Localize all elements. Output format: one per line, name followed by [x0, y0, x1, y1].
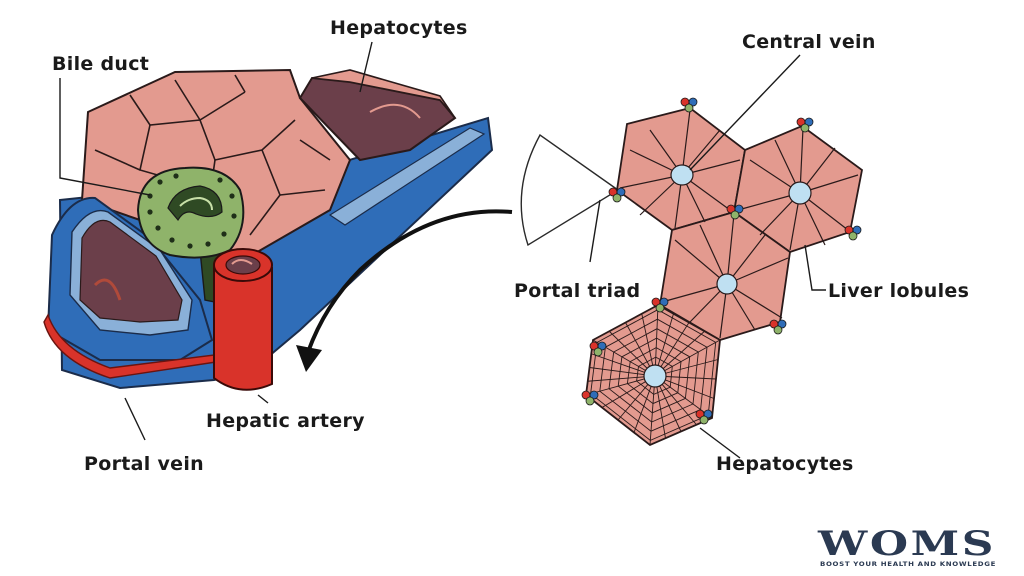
triad-dot	[730, 210, 740, 220]
triad-dot	[597, 341, 607, 351]
triad-dot	[612, 193, 622, 203]
triad-dot	[593, 347, 603, 357]
triad-dot	[684, 103, 694, 113]
label-liver-lobules: Liver lobules	[828, 280, 969, 302]
central-vein-2	[788, 181, 812, 205]
label-bile-duct: Bile duct	[52, 53, 149, 75]
central-vein-1	[670, 164, 694, 186]
central-vein-4	[643, 364, 667, 388]
grid-spoke	[585, 375, 656, 396]
label-portal-triad: Portal triad	[514, 280, 640, 302]
logo-backdrop	[814, 520, 998, 570]
grid-spoke	[654, 339, 721, 377]
hepatocyte-pink-top	[311, 69, 456, 119]
triad-dot	[589, 390, 599, 400]
triad-dot	[734, 204, 744, 214]
triad-dot	[852, 225, 862, 235]
portal-vein-lumen	[79, 219, 183, 323]
triad-dot	[688, 97, 698, 107]
logo-wordmark: WOMS	[817, 524, 996, 564]
triad-dot	[848, 231, 858, 241]
portal-triad-markers	[581, 97, 862, 425]
liver-tissue-block	[43, 68, 494, 391]
triad-dot	[804, 117, 814, 127]
triad-dot	[777, 319, 787, 329]
liver-lobules-group	[520, 97, 863, 447]
label-hepatocytes-right: Hepatocytes	[716, 453, 854, 475]
triad-dot	[773, 325, 783, 335]
central-vein-3	[716, 273, 738, 295]
triad-dot	[699, 415, 709, 425]
sinusoid-lines	[619, 109, 859, 339]
label-hepatic-artery: Hepatic artery	[206, 410, 365, 432]
triad-dot	[800, 123, 810, 133]
triad-dot	[585, 396, 595, 406]
portal-triad-wedge	[520, 133, 620, 247]
portal-vein-light-edge	[328, 127, 486, 226]
label-portal-vein: Portal vein	[84, 453, 204, 475]
leader-lines	[59, 41, 826, 459]
hepatic-artery-tube	[213, 248, 273, 391]
label-central-vein: Central vein	[742, 31, 876, 53]
triad-dot	[703, 409, 713, 419]
triad-dot	[655, 303, 665, 313]
label-hepatocytes-left: Hepatocytes	[330, 17, 468, 39]
logo-tagline: BOOST YOUR HEALTH AND KNOWLEDGE	[820, 560, 996, 568]
woms-logo: WOMS BOOST YOUR HEALTH AND KNOWLEDGE	[814, 520, 998, 570]
triad-dot	[616, 187, 626, 197]
triad-dot	[659, 297, 669, 307]
grid-spoke	[654, 304, 659, 377]
curved-arrow	[296, 209, 513, 372]
